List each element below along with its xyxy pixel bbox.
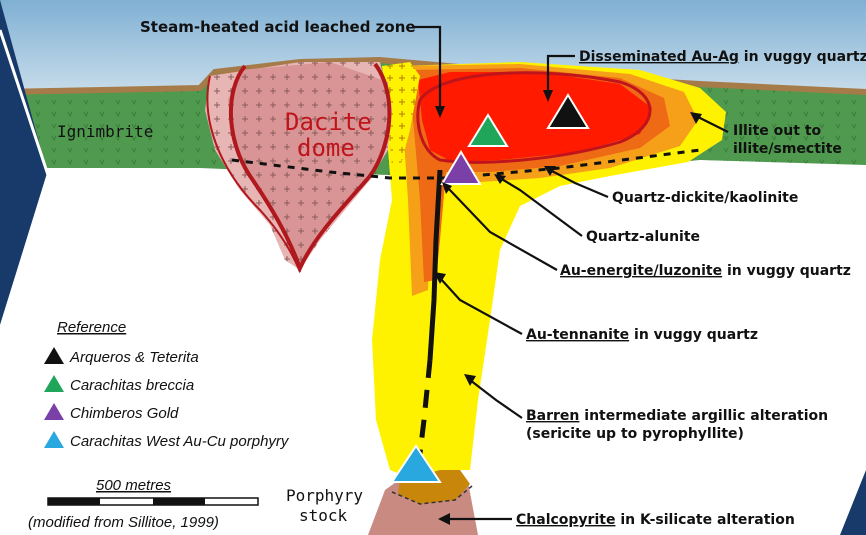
ignimbrite-label: Ignimbrite <box>57 122 153 141</box>
dacite-label-line2: dome <box>297 134 355 162</box>
illite-label-line1: Illite out to <box>733 123 822 139</box>
porphyry-label-line2: stock <box>299 506 348 525</box>
au-tennanite-label: Au-tennanite in vuggy quartz <box>526 327 758 343</box>
barren-label-line1: Barren intermediate argillic alteration <box>526 408 828 424</box>
au-energite-label: Au-energite/luzonite in vuggy quartz <box>560 263 851 279</box>
legend-carachitas-west-label: Carachitas West Au-Cu porphyry <box>70 433 290 450</box>
porphyry-label-line1: Porphyry <box>286 486 363 505</box>
legend-chimberos-label: Chimberos Gold <box>70 405 179 422</box>
legend-arqueros-label: Arqueros & Teterita <box>69 349 199 366</box>
reference-title: Reference <box>57 319 126 336</box>
legend-carachitas-breccia-label: Carachitas breccia <box>70 377 194 394</box>
disseminated-label: Disseminated Au-Ag in vuggy quartz <box>579 49 866 65</box>
quartz-alunite-label: Quartz-alunite <box>586 229 700 245</box>
scale-bar-label: 500 metres <box>96 477 172 494</box>
quartz-dickite-label: Quartz-dickite/kaolinite <box>612 190 798 206</box>
citation: (modified from Sillitoe, 1999) <box>28 514 219 531</box>
illite-label-line2: illite/smectite <box>733 141 842 157</box>
dacite-label-line1: Dacite <box>285 108 372 136</box>
barren-label-line2: (sericite up to pyrophyllite) <box>526 426 744 442</box>
steam-heated-label: Steam-heated acid leached zone <box>140 18 416 36</box>
chalcopyrite-label: Chalcopyrite in K-silicate alteration <box>516 512 795 528</box>
scale-bar <box>48 498 258 505</box>
